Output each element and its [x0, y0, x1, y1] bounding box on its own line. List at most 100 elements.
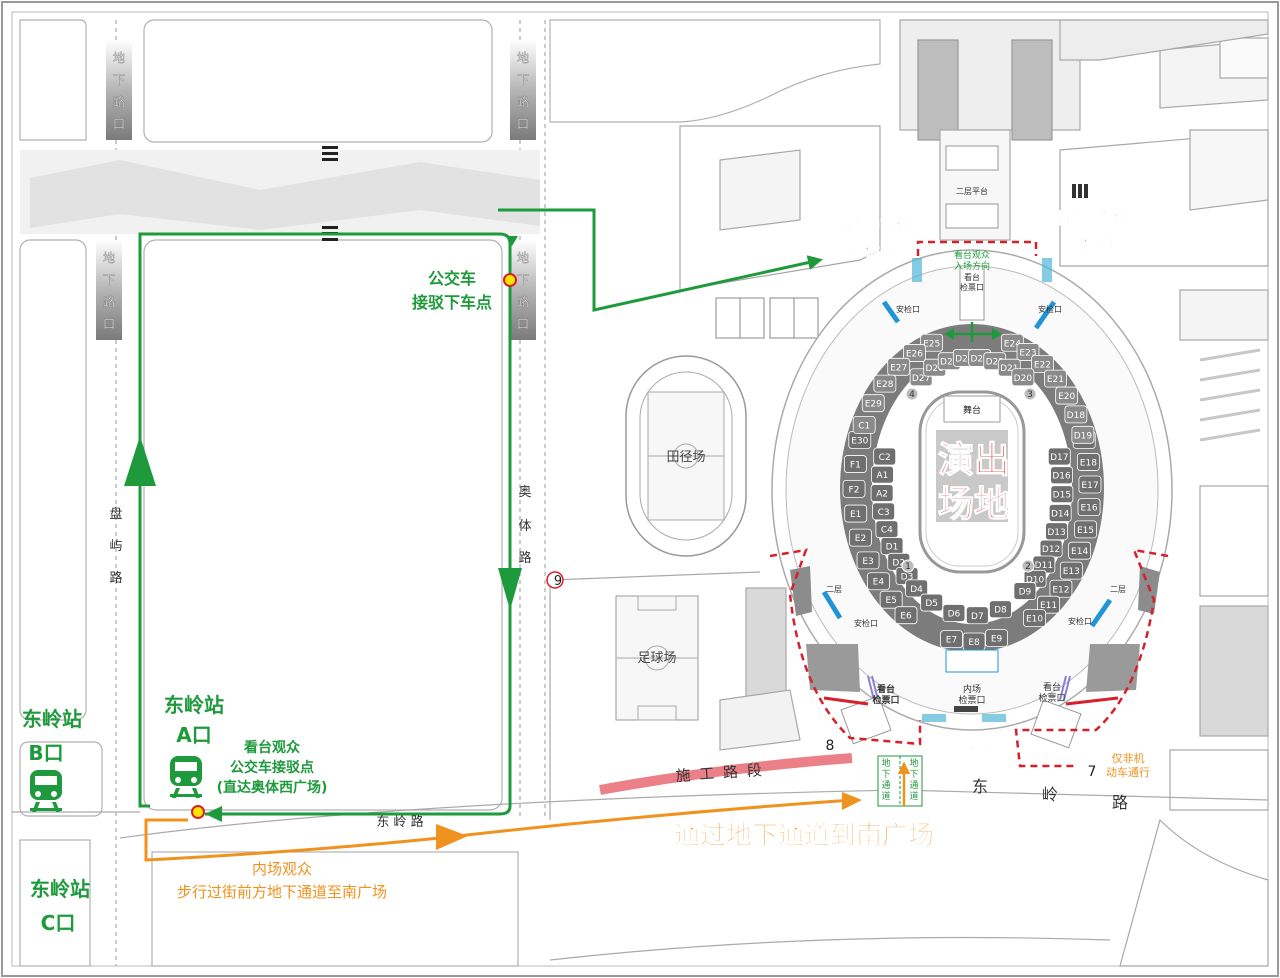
seat-block[interactable]	[870, 484, 894, 502]
seat-block[interactable]	[942, 604, 966, 622]
seat-block[interactable]	[872, 502, 895, 521]
seat-label: E10	[1026, 615, 1043, 625]
bus-pickup-marker[interactable]	[191, 805, 205, 819]
seat-block[interactable]	[1059, 561, 1083, 580]
seat-label: D7	[971, 612, 984, 622]
seat-block[interactable]	[1078, 475, 1102, 494]
field-audience-line1: 内场观众	[252, 860, 312, 878]
seat-label: E6	[900, 612, 912, 622]
seat-label: E3	[862, 557, 873, 567]
seat-block[interactable]	[1031, 355, 1054, 373]
seat-block[interactable]	[873, 374, 897, 393]
seat-block[interactable]	[1011, 368, 1035, 387]
seat-block[interactable]	[879, 590, 903, 609]
seat-label: E29	[865, 400, 882, 410]
seat-label: E20	[1058, 392, 1075, 402]
seat-block[interactable]	[1050, 466, 1073, 485]
section-circle-label: 4	[909, 390, 915, 400]
seat-block[interactable]	[842, 479, 866, 498]
seat-label: E4	[873, 578, 885, 588]
seat-label: D8	[994, 606, 1007, 616]
seat-label: D19	[1074, 431, 1093, 441]
seat-label: C3	[878, 508, 890, 518]
seat-block[interactable]	[1044, 369, 1067, 388]
seat-label: D21	[1000, 364, 1018, 374]
seat-label: E12	[1052, 585, 1069, 595]
construction-segment	[599, 753, 853, 795]
stand-ticket-n-2: 检票口	[960, 282, 984, 292]
aoti-road-2: 体	[518, 519, 531, 534]
seat-block[interactable]	[1074, 520, 1097, 539]
seat-label: D1	[886, 543, 899, 553]
station-a-line1: 东岭站	[164, 693, 224, 717]
dongling-road-1: 东	[972, 777, 988, 796]
seat-block[interactable]	[1049, 579, 1073, 598]
seat-block[interactable]	[871, 465, 894, 484]
seat-block[interactable]	[852, 415, 876, 434]
bus-dropoff-marker[interactable]	[503, 273, 517, 287]
seat-block[interactable]	[1068, 541, 1092, 560]
seat-block[interactable]	[1048, 504, 1072, 522]
tunnel-char: 道	[881, 790, 890, 802]
dongling-road-2: 岭	[1042, 785, 1058, 804]
svg-text:口: 口	[103, 317, 115, 331]
seat-block[interactable]	[905, 579, 928, 598]
seat-label: D15	[1053, 491, 1071, 501]
seat-block[interactable]	[920, 593, 944, 612]
station-b-line1: 东岭站	[22, 707, 82, 731]
seat-label: D5	[925, 599, 938, 609]
seat-block[interactable]	[965, 606, 989, 625]
seat-block[interactable]	[866, 572, 890, 591]
show-area-line2: 场地	[938, 484, 1010, 525]
seat-label: A1	[877, 471, 889, 481]
seat-block[interactable]	[985, 629, 1008, 648]
section-circle-mark	[1023, 387, 1037, 401]
seat-block[interactable]	[843, 455, 867, 473]
non-motor-2: 动车通行	[1106, 765, 1150, 779]
seat-label: D10	[1026, 575, 1045, 585]
seat-block[interactable]	[861, 394, 885, 413]
seat-block[interactable]	[849, 528, 872, 547]
seat-block[interactable]	[1050, 485, 1074, 504]
seat-block[interactable]	[1047, 447, 1071, 466]
svg-text:路: 路	[113, 94, 125, 109]
stand-ticket-e-1: 看台	[1043, 681, 1061, 693]
tunnel-char: 通	[881, 780, 890, 791]
seat-label: C1	[858, 421, 870, 431]
seat-block[interactable]	[1055, 386, 1079, 405]
seat-label: E30	[851, 436, 868, 446]
marker-8: 8	[826, 738, 835, 754]
seat-block[interactable]	[856, 551, 880, 570]
seat-block[interactable]	[1077, 498, 1101, 517]
seat-label: D3	[901, 573, 914, 583]
seat-block[interactable]	[1076, 453, 1100, 471]
route-arrow-south	[498, 568, 522, 610]
seat-block[interactable]	[1023, 609, 1046, 627]
seat-block[interactable]	[920, 333, 944, 352]
seat-label: D18	[1067, 411, 1086, 421]
seat-block[interactable]	[1071, 425, 1095, 444]
bus-dropoff-line1: 公交车	[428, 269, 476, 288]
aoti-road-1: 奥	[518, 485, 531, 500]
seat-label: E18	[1080, 458, 1097, 468]
seat-block[interactable]	[940, 630, 963, 649]
seat-label: E28	[876, 380, 893, 390]
seat-block[interactable]	[989, 600, 1012, 619]
station-a-line2: A口	[176, 723, 211, 747]
panyu-road-2: 屿	[109, 539, 122, 554]
seat-block[interactable]	[873, 447, 897, 466]
svg-text:下: 下	[517, 273, 529, 287]
seat-block[interactable]	[1013, 582, 1037, 600]
seat-block[interactable]	[1064, 405, 1088, 424]
seat-block[interactable]	[1037, 595, 1060, 614]
seat-block[interactable]	[887, 357, 911, 376]
tunnel-char: 下	[881, 770, 890, 780]
tunnel-char: 道	[909, 790, 918, 802]
seat-block[interactable]	[903, 344, 926, 362]
seat-label: D24	[955, 354, 974, 364]
seat-block[interactable]	[894, 606, 918, 625]
seat-block[interactable]	[844, 504, 868, 523]
non-motor-1: 仅非机	[1112, 751, 1145, 765]
